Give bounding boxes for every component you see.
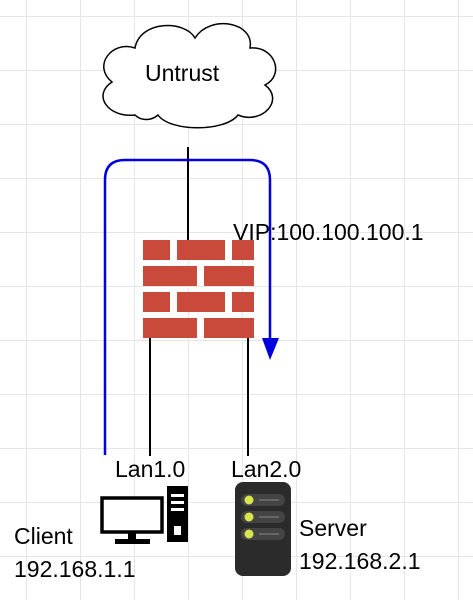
server-label: Server 192.168.2.1 [299, 512, 421, 578]
server-name: Server [299, 515, 367, 541]
client-ip: 192.168.1.1 [14, 556, 136, 582]
lan2-label: Lan2.0 [231, 456, 302, 482]
cloud-icon [102, 23, 277, 129]
traffic-arrow-head [262, 338, 279, 360]
traffic-path [103, 158, 272, 455]
firewall-icon [143, 240, 254, 338]
cloud-label: Untrust [145, 60, 220, 86]
client-name: Client [14, 523, 73, 549]
client-label: Client 192.168.1.1 [14, 520, 136, 586]
lan1-label: Lan1.0 [115, 456, 186, 482]
client-computer-icon [100, 486, 188, 544]
vip-label: VIP:100.100.100.1 [233, 219, 424, 245]
server-icon [235, 482, 291, 576]
server-ip: 192.168.2.1 [299, 548, 421, 574]
